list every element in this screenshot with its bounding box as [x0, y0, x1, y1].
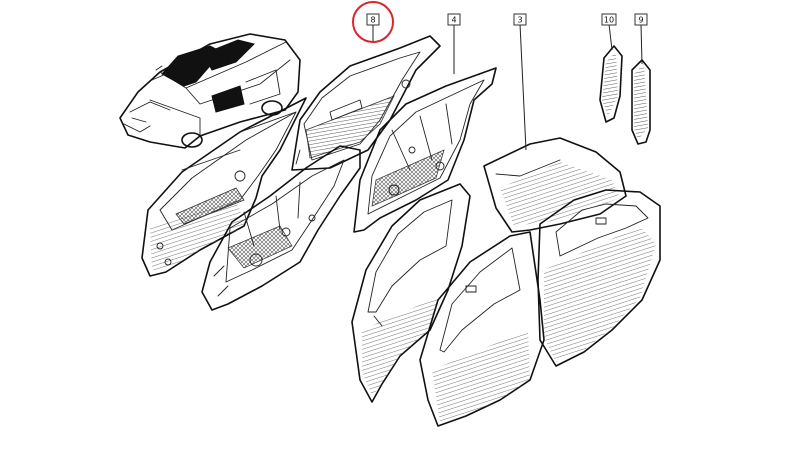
upper-rear-skin [483, 137, 627, 233]
front-door-outer-skin [351, 183, 471, 403]
callout-label-10: 10 [604, 16, 614, 25]
car-overview [119, 33, 301, 149]
front-door-inner-left [141, 97, 307, 277]
callout-label-8: 8 [370, 16, 375, 25]
front-door-inner-mechanism [201, 145, 361, 311]
callout-label-4: 4 [451, 16, 456, 25]
callout-tag-3[interactable]: 3 [513, 13, 527, 26]
callout-tag-4[interactable]: 4 [447, 13, 461, 26]
callout-tag-9[interactable]: 9 [634, 13, 648, 26]
callout-label-3: 3 [517, 16, 522, 25]
rear-door-skin-right [537, 189, 661, 367]
callout-label-9: 9 [638, 16, 643, 25]
leader-lines [372, 23, 643, 151]
callout-tag-8[interactable]: 8 [366, 13, 380, 26]
b-pillar-trim-pieces [599, 45, 651, 145]
front-door-inner-upper [291, 35, 441, 171]
highlight-ring [352, 1, 394, 43]
rear-door-inner [353, 67, 497, 233]
callout-tag-10[interactable]: 10 [601, 13, 617, 26]
rear-door-outer-skin [419, 231, 545, 427]
